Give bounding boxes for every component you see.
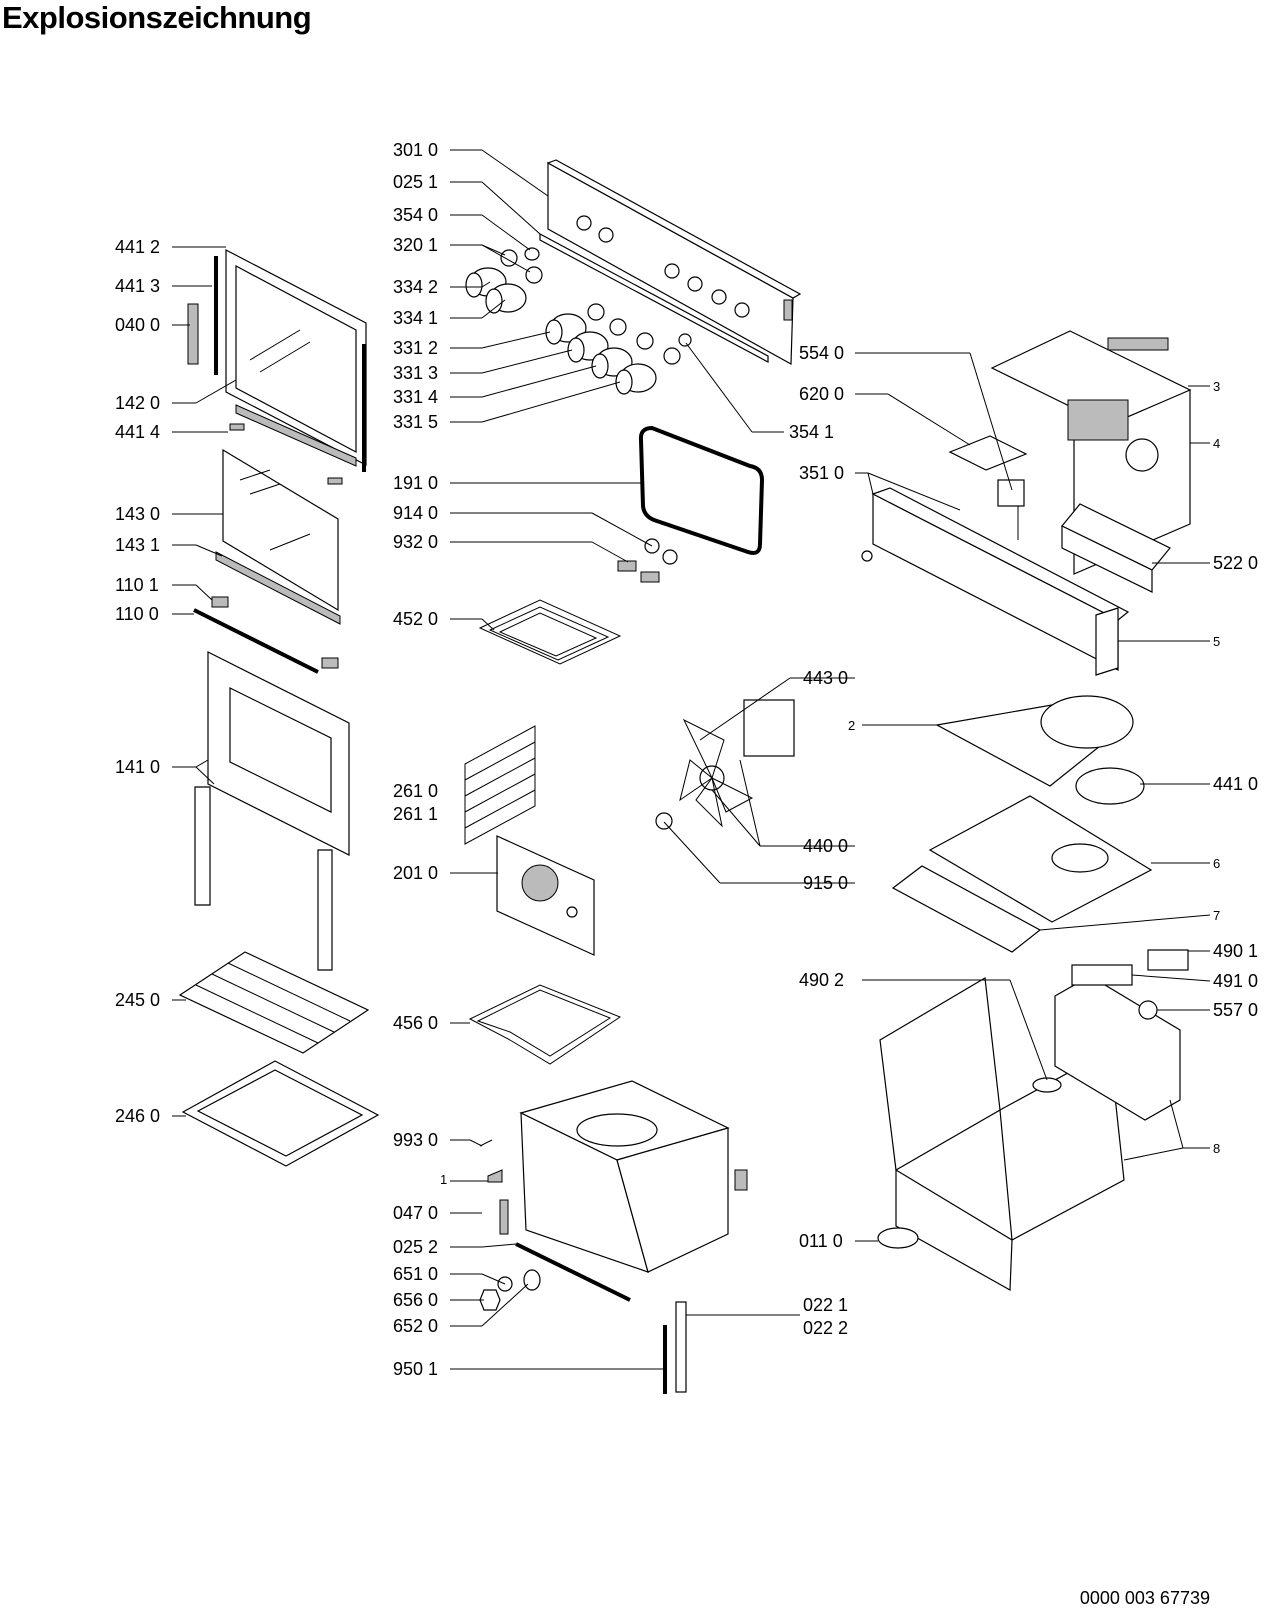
label-441-4: 441 4	[115, 422, 160, 442]
label-993-0: 993 0	[393, 1130, 438, 1150]
label-011-0: 011 0	[799, 1231, 843, 1251]
label-025-2: 025 2	[393, 1237, 438, 1257]
label-5: 5	[1213, 634, 1220, 649]
fan-motor-part	[655, 699, 795, 830]
part-labels: 301 0 025 1 354 0 320 1 334 2 334 1 331 …	[115, 140, 1258, 1379]
label-331-4: 331 4	[393, 387, 438, 407]
label-334-2: 334 2	[393, 277, 438, 297]
label-334-1: 334 1	[393, 308, 438, 328]
label-620-0: 620 0	[799, 384, 844, 404]
fan-cover-part	[496, 835, 595, 956]
label-491-0: 491 0	[1213, 971, 1258, 991]
label-141-0: 141 0	[115, 757, 160, 777]
label-354-1: 354 1	[789, 422, 834, 442]
label-022-1: 022 1	[803, 1295, 848, 1315]
oven-cavity-part	[519, 1080, 748, 1273]
label-201-0: 201 0	[393, 863, 438, 883]
label-554-0: 554 0	[799, 343, 844, 363]
label-047-0: 047 0	[393, 1203, 438, 1223]
lower-element-part	[468, 984, 622, 1065]
label-320-1: 320 1	[393, 235, 438, 255]
label-652-0: 652 0	[393, 1316, 438, 1336]
label-040-0: 040 0	[115, 315, 160, 335]
document-number: 0000 003 67739	[1079, 1588, 1210, 1608]
label-441-2: 441 2	[115, 237, 160, 257]
label-022-2: 022 2	[803, 1318, 848, 1338]
label-354-0: 354 0	[393, 205, 438, 225]
label-522-0: 522 0	[1213, 553, 1258, 573]
leader-lines	[172, 149, 1211, 1370]
label-441-0: 441 0	[1213, 774, 1258, 794]
bottom-plate-part	[928, 795, 1153, 923]
front-frame-part	[861, 487, 1130, 676]
label-3: 3	[1213, 379, 1220, 394]
panel-strip-part	[539, 232, 769, 364]
label-143-0: 143 0	[115, 504, 160, 524]
label-6: 6	[1213, 856, 1220, 871]
label-261-0: 261 0	[393, 781, 438, 801]
label-8: 8	[1213, 1141, 1220, 1156]
door-frame-part	[187, 249, 367, 485]
label-7: 7	[1213, 908, 1220, 923]
label-110-1: 110 1	[115, 575, 159, 595]
door-glass-part	[193, 448, 341, 674]
label-656-0: 656 0	[393, 1290, 438, 1310]
label-301-0: 301 0	[393, 140, 438, 160]
label-452-0: 452 0	[393, 609, 438, 629]
label-915-0: 915 0	[803, 873, 848, 893]
label-490-2: 490 2	[799, 970, 844, 990]
label-4: 4	[1213, 436, 1220, 451]
label-950-1: 950 1	[393, 1359, 438, 1379]
label-932-0: 932 0	[393, 532, 438, 552]
label-651-0: 651 0	[393, 1264, 438, 1284]
grill-element-part	[478, 538, 678, 665]
label-914-0: 914 0	[393, 503, 438, 523]
label-440-0: 440 0	[803, 836, 848, 856]
label-143-1: 143 1	[115, 535, 160, 555]
electronic-module-part	[1061, 503, 1171, 593]
rear-plate-part	[935, 695, 1145, 805]
label-110-0: 110 0	[115, 604, 159, 624]
label-025-1: 025 1	[393, 172, 438, 192]
label-1: 1	[440, 1172, 447, 1187]
label-557-0: 557 0	[1213, 1000, 1258, 1020]
label-331-5: 331 5	[393, 412, 438, 432]
door-gasket-part	[638, 425, 765, 555]
label-456-0: 456 0	[393, 1013, 438, 1033]
label-2: 2	[848, 718, 855, 733]
switch-parts	[948, 435, 1028, 540]
label-142-0: 142 0	[115, 393, 160, 413]
label-261-1: 261 1	[393, 804, 438, 824]
baking-tray-part	[181, 1060, 380, 1167]
label-245-0: 245 0	[115, 990, 160, 1010]
label-351-0: 351 0	[799, 463, 844, 483]
label-246-0: 246 0	[115, 1106, 160, 1126]
label-191-0: 191 0	[393, 473, 438, 493]
label-490-1: 490 1	[1213, 941, 1258, 961]
outer-door-part	[194, 651, 350, 971]
label-443-0: 443 0	[803, 668, 848, 688]
oven-rack-part	[178, 951, 370, 1054]
label-441-3: 441 3	[115, 276, 160, 296]
shelf-support-part	[464, 725, 536, 845]
page-title: Explosionszeichnung	[2, 0, 312, 35]
label-331-2: 331 2	[393, 338, 438, 358]
control-panel-part	[546, 159, 802, 366]
oven-housing-part	[877, 949, 1189, 1292]
label-331-3: 331 3	[393, 363, 438, 383]
